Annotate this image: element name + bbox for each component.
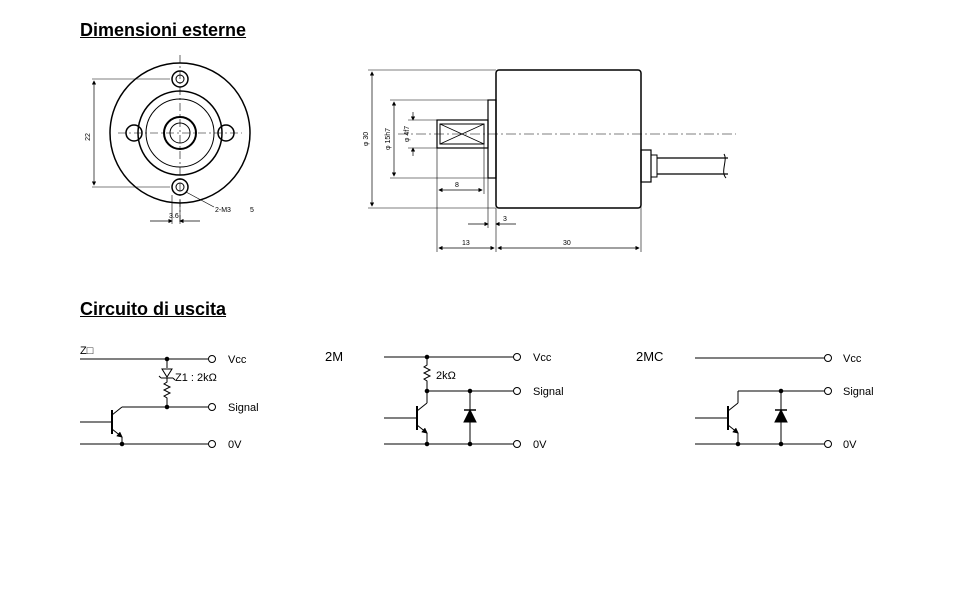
cable-gland [640,149,652,183]
dim-pilot-diameter-label: φ 15h7 [385,128,392,150]
dim-screw-label: 2-M3 [215,207,231,214]
signal-terminal [513,387,521,395]
output-circuit-heading: Circuito di uscita [80,299,227,319]
transistor-collector [416,402,428,412]
circuit-2mc-signal-label: Signal [843,386,874,398]
external-dimensions-heading: Dimensioni esterne [80,20,247,40]
dim-shaft-diameter-label: φ 4f7 [404,126,411,142]
circuit-2m-vcc-label: Vcc [533,352,552,364]
zero-terminal [208,440,216,448]
dim-offset-label: 3.6 [169,213,179,220]
circuit-2m-title: 2M [325,349,343,364]
circuit-2mc-title: 2MC [636,349,663,364]
cable-break [723,153,727,179]
circuit-2m [384,353,521,448]
encoder-pilot [487,99,497,179]
cable-gland-nut [650,154,658,178]
dim-body-length-label: 30 [563,240,571,247]
shaft-circle [163,116,197,150]
signal-terminal [824,387,832,395]
transistor-emitter [416,424,428,434]
dim-pilot-length-label: 3 [503,216,507,223]
transistor-emitter [111,428,123,438]
diode [774,408,788,423]
circuit-z-zero-label: 0V [228,439,242,451]
diode [463,408,477,423]
dim-body-diameter-label: φ 30 [363,132,370,146]
leader-screw [185,191,215,208]
circuit-z-vcc-label: Vcc [228,354,247,366]
circuit-2mc [695,354,832,448]
circuit-2mc-vcc-label: Vcc [843,353,862,365]
circuit-z-resistor-label: Z1 : 2kΩ [175,372,217,384]
resistor [422,357,432,391]
transistor-emitter [727,424,739,434]
dim-depth-label: 5 [250,207,254,214]
circuit-z-signal-label: Signal [228,402,259,414]
circuit-2m-resistor-label: 2kΩ [436,370,456,382]
dim-flat-label: 8 [455,182,459,189]
front-view [91,55,251,224]
transistor-collector [727,402,739,412]
signal-terminal [208,403,216,411]
dim-shaft-length-label: 13 [462,240,470,247]
circuit-2mc-zero-label: 0V [843,439,857,451]
circuit-z [80,355,216,448]
transistor-collector [111,406,123,416]
circuit-2m-signal-label: Signal [533,386,564,398]
zero-terminal [513,440,521,448]
encoder-body [495,69,642,209]
dim-height-label: 22 [85,133,92,141]
resistor [162,378,172,407]
circuit-2m-zero-label: 0V [533,439,547,451]
vcc-terminal [824,354,832,362]
zero-terminal [824,440,832,448]
vcc-terminal [513,353,521,361]
circuit-z-title: Z□ [80,345,94,357]
side-view [368,69,736,252]
zener-diode [161,368,173,378]
vcc-terminal [208,355,216,363]
